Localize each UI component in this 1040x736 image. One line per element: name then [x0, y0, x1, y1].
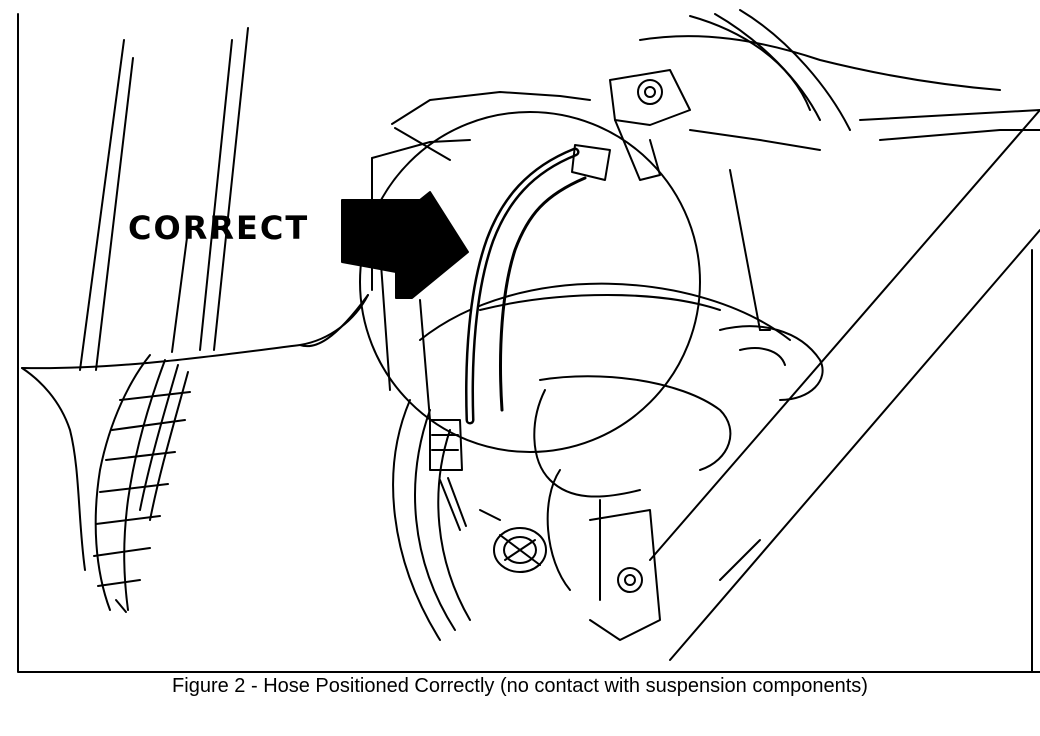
- figure-frame: [17, 13, 1040, 673]
- figure-caption: Figure 2 - Hose Positioned Correctly (no…: [172, 675, 868, 697]
- mounting-bracket: [609, 69, 691, 181]
- brake-drum: [392, 282, 824, 641]
- callout-arrow: [341, 191, 469, 299]
- suspension-arm: [533, 375, 732, 641]
- brake-hose: [419, 144, 611, 425]
- frame-rail: [649, 109, 1040, 661]
- threaded-fitting: [479, 509, 547, 573]
- hose-lower-fitting: [429, 419, 467, 531]
- magnified-callout: [299, 111, 701, 453]
- strut-panel: [21, 27, 369, 371]
- tire-tread: [21, 354, 191, 613]
- correct-label: CORRECT: [128, 209, 310, 247]
